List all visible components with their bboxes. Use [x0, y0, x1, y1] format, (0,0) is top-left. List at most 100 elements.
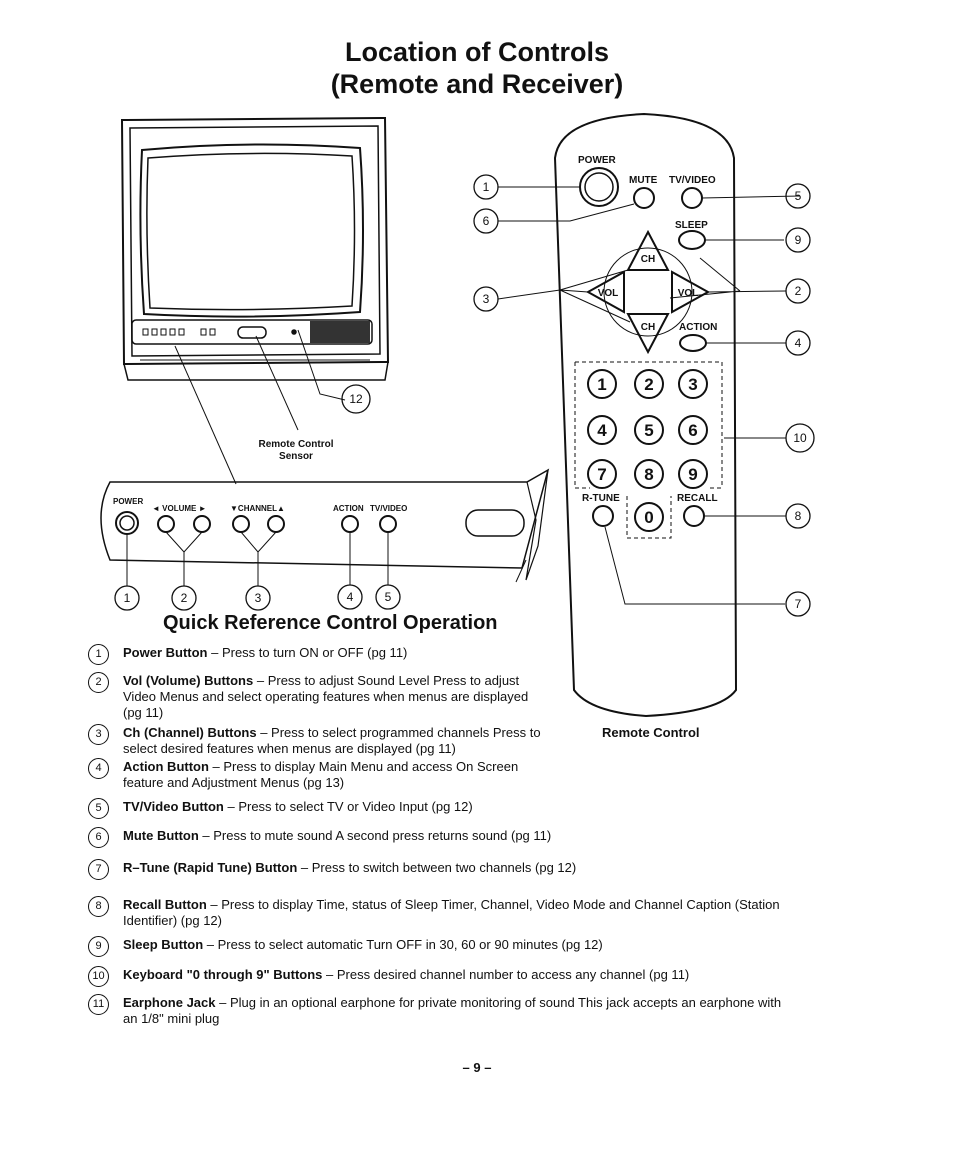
remote-mute-label: MUTE	[629, 175, 658, 186]
remote-tvvideo-button[interactable]	[681, 187, 703, 209]
tv-receiver	[120, 116, 390, 381]
remote-mute-button[interactable]	[633, 187, 655, 209]
remote-sleep-button[interactable]	[678, 230, 706, 250]
item-number: 6	[88, 827, 109, 848]
sensor-label-line1: Remote Control	[259, 439, 334, 450]
panel-channel-down-button[interactable]	[232, 515, 250, 533]
remote-tvvideo-label: TV/VIDEO	[669, 175, 716, 186]
callout-4-remote: 4	[795, 336, 802, 350]
item-desc: – Press desired channel number to access…	[322, 967, 690, 982]
callout-12-tv: 12	[349, 392, 363, 406]
item-number: 5	[88, 798, 109, 819]
callout-2-panel: 2	[181, 591, 188, 605]
item-desc-line2: feature and Adjustment Menus (pg 13)	[123, 775, 345, 790]
callout-5-remote: 5	[795, 189, 802, 203]
key-2-button[interactable]	[634, 369, 664, 399]
remote-action-button[interactable]	[679, 334, 707, 352]
item-number: 1	[88, 644, 109, 665]
item-name: Ch (Channel) Buttons	[123, 725, 257, 740]
item-name: Recall Button	[123, 897, 207, 912]
key-2-label: 2	[644, 375, 653, 394]
item-number: 9	[88, 936, 109, 957]
remote-sleep-label: SLEEP	[675, 220, 708, 231]
key-0-label: 0	[644, 508, 653, 527]
remote-vol-up-button[interactable]	[671, 270, 711, 314]
panel-power-label: POWER	[113, 497, 143, 506]
item-number: 10	[88, 966, 109, 987]
callout-7-remote: 7	[795, 597, 802, 611]
remote-recall-button[interactable]	[683, 505, 705, 527]
remote-recall-label: RECALL	[677, 493, 718, 504]
item-number: 3	[88, 724, 109, 745]
remote-control-label: Remote Control	[602, 725, 700, 740]
callout-10-remote: 10	[793, 431, 807, 445]
front-control-panel: POWER ◄ VOLUME ► ▼CHANNEL▲ ACTION TV/VID…	[100, 468, 550, 583]
callout-1-panel: 1	[124, 591, 131, 605]
key-9-label: 9	[688, 465, 697, 484]
key-7-label: 7	[597, 465, 606, 484]
item-name: Sleep Button	[123, 937, 204, 952]
remote-ch-up-label: CH	[641, 254, 655, 265]
item-desc: – Press to turn ON or OFF (pg 11)	[207, 645, 408, 660]
key-5-label: 5	[644, 421, 653, 440]
item-number: 7	[88, 859, 109, 880]
panel-tvvideo-button[interactable]	[379, 515, 397, 533]
key-6-button[interactable]	[678, 415, 708, 445]
panel-channel-up-button[interactable]	[267, 515, 285, 533]
quick-reference-heading: Quick Reference Control Operation	[163, 612, 498, 634]
callout-9-remote: 9	[795, 233, 802, 247]
item-desc: – Press to switch between two channels (…	[297, 860, 577, 875]
remote-ch-up-button[interactable]	[626, 229, 670, 271]
item-name: R–Tune (Rapid Tune) Button	[123, 860, 298, 875]
panel-action-button[interactable]	[341, 515, 359, 533]
remote-vol-down-label: VOL	[598, 288, 619, 299]
item-number: 4	[88, 758, 109, 779]
remote-keypad: 1 2 3 4 5 6 7 8 9 0	[587, 369, 708, 532]
key-5-button[interactable]	[634, 415, 664, 445]
item-number: 8	[88, 896, 109, 917]
panel-tvvideo-label: TV/VIDEO	[370, 504, 407, 513]
page-title-line2: (Remote and Receiver)	[330, 69, 624, 99]
remote-control: POWER MUTE TV/VIDEO SLEEP CH CH VOL VOL …	[553, 112, 738, 718]
item-desc: – Press to select programmed channels Pr…	[256, 725, 541, 740]
callout-5-panel: 5	[385, 590, 392, 604]
key-8-label: 8	[644, 465, 653, 484]
panel-volume-label: ◄ VOLUME ►	[152, 504, 207, 513]
item-desc: – Press to display Time, status of Sleep…	[206, 897, 780, 912]
sensor-label-line2: Sensor	[279, 451, 313, 462]
callout-3-panel: 3	[255, 591, 262, 605]
item-desc-line2: Identifier) (pg 12)	[123, 913, 222, 928]
item-name: Mute Button	[123, 828, 199, 843]
key-1-button[interactable]	[587, 369, 617, 399]
callout-8-remote: 8	[795, 509, 802, 523]
item-desc-line2: select desired features when menus are d…	[123, 741, 456, 756]
key-7-button[interactable]	[587, 459, 617, 489]
callout-3-remote: 3	[483, 292, 490, 306]
remote-vol-down-button[interactable]	[585, 270, 625, 314]
remote-action-label: ACTION	[679, 322, 717, 333]
item-name: TV/Video Button	[123, 799, 224, 814]
panel-volume-down-button[interactable]	[157, 515, 175, 533]
panel-volume-up-button[interactable]	[193, 515, 211, 533]
remote-ch-down-button[interactable]	[626, 313, 670, 355]
item-desc: – Press to mute sound A second press ret…	[198, 828, 552, 843]
item-desc: – Press to select TV or Video Input (pg …	[223, 799, 473, 814]
item-name: Action Button	[123, 759, 209, 774]
remote-rtune-button[interactable]	[592, 505, 614, 527]
remote-vol-up-label: VOL	[678, 288, 699, 299]
callout-4-panel: 4	[347, 590, 354, 604]
item-desc: – Press to display Main Menu and access …	[208, 759, 519, 774]
key-8-button[interactable]	[634, 459, 664, 489]
item-number: 2	[88, 672, 109, 693]
key-9-button[interactable]	[678, 459, 708, 489]
key-4-button[interactable]	[587, 415, 617, 445]
key-0-button[interactable]	[634, 502, 664, 532]
item-name: Power Button	[123, 645, 208, 660]
item-name: Keyboard "0 through 9" Buttons	[123, 967, 323, 982]
item-desc-line2: Video Menus and select operating feature…	[123, 689, 529, 704]
callout-1-remote: 1	[483, 180, 490, 194]
remote-rtune-label: R-TUNE	[582, 493, 620, 504]
page-number: – 9 –	[462, 1060, 492, 1075]
key-3-button[interactable]	[678, 369, 708, 399]
item-name: Earphone Jack	[123, 995, 216, 1010]
